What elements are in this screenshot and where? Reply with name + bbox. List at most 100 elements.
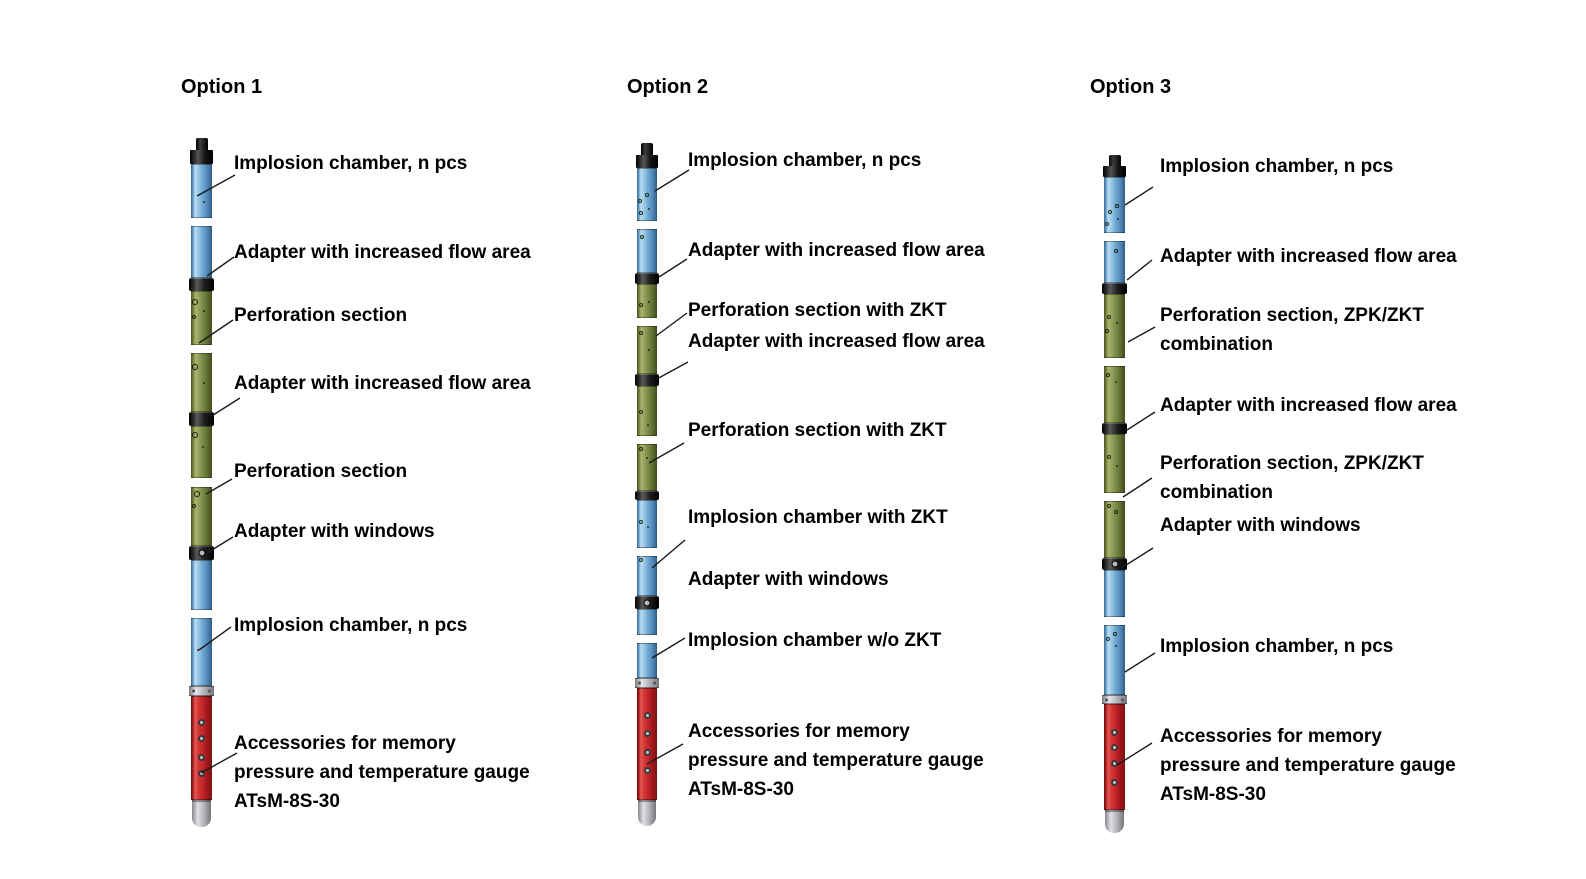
component-label: Adapter with increased flow area [1160,242,1457,271]
component-label-line: Adapter with increased flow area [688,240,985,261]
leader-line [1126,411,1156,431]
tube-break-mark [634,435,660,444]
tube-break-mark [634,317,660,326]
leader-line [1124,652,1156,673]
component-label: Implosion chamber with ZKT [688,503,948,532]
component-label-line: Implosion chamber w/o ZKT [688,630,942,651]
black-adapter [189,412,214,426]
component-label-line: ATsM-8S-30 [234,791,340,812]
component-label-line: Implosion chamber, n pcs [1160,156,1394,177]
gauge-port-hole [1111,778,1118,786]
gauge-port-hole [198,718,205,726]
component-label-line: combination [1160,482,1273,503]
top-connector-collar [190,150,213,164]
component-label-line: Adapter with windows [234,521,435,542]
component-label: Adapter with increased flow area [234,369,531,398]
green-tube-segment [1104,366,1125,423]
coupling-screw-dot [653,681,656,685]
blue-tube-segment [637,500,657,548]
window-adapter [1102,558,1127,570]
adapter-window-dot [643,599,651,606]
blue-tube-segment [637,168,657,221]
component-label: Adapter with windows [234,517,435,546]
top-thread-cap [641,143,653,155]
component-label-line: Accessories for memory [234,733,456,754]
chamber-port-mark [647,207,651,211]
component-label-line: Perforation section [234,305,408,326]
leader-line [655,312,688,337]
chamber-port-mark [202,200,206,204]
component-label: Perforation section [234,457,407,486]
component-label: Implosion chamber, n pcs [1160,152,1393,181]
perforation-hole-mark [648,349,650,351]
chamber-port-mark [645,193,649,197]
perforation-hole-mark [191,503,197,509]
blue-tube-segment [637,609,657,635]
tube-break-mark [188,478,215,487]
leader-line [1122,477,1153,498]
chamber-port-mark [638,557,644,563]
blue-tube-segment [191,560,212,610]
component-label: Perforation section [234,301,407,330]
component-label-line: Adapter with windows [1160,515,1361,536]
perforation-hole-mark [202,309,206,313]
leader-line [209,397,241,418]
component-label: Adapter with increased flow area [688,236,985,265]
green-tube-segment [191,426,212,478]
perforation-hole-mark [645,456,649,460]
bottom-nose-cap [1105,810,1124,833]
tube-break-mark [634,220,660,229]
component-label: Implosion chamber, n pcs [234,611,467,640]
chamber-port-mark [639,211,643,215]
gauge-port-hole [1111,743,1118,751]
gauge-port-hole [1111,728,1118,736]
component-label-line: Perforation section, ZPK/ZKT [1160,305,1424,326]
component-label-line: Adapter with increased flow area [688,331,985,352]
green-tube-segment [637,326,657,374]
green-tube-segment [637,284,657,318]
leader-line [1126,259,1153,281]
perforation-hole-mark [191,314,197,320]
blue-tube-segment [191,226,212,278]
component-label: Perforation section, ZPK/ZKT combination [1160,449,1424,507]
silver-coupling [1102,695,1127,704]
perforation-hole-mark [194,491,200,497]
perforation-hole-mark [1115,321,1119,325]
component-label: Perforation section, ZPK/ZKT combination [1160,301,1424,359]
component-label-line: Perforation section, ZPK/ZKT [1160,453,1424,474]
chamber-port-mark [1115,204,1119,208]
perforation-hole-mark [638,330,644,336]
coupling-screw-dot [208,689,211,693]
red-tube-segment [1104,704,1125,810]
component-label: Perforation section with ZKT [688,416,947,445]
perforation-hole-mark [1114,510,1118,514]
gauge-port-hole [198,753,205,761]
component-label-line: combination [1160,334,1273,355]
chamber-port-mark [646,525,650,529]
perforation-hole-mark [1106,314,1112,320]
blue-tube-segment [637,556,657,596]
chamber-port-mark [1114,644,1118,648]
tube-break-mark [188,217,215,226]
component-label-line: Adapter with increased flow area [1160,395,1457,416]
blue-tube-segment [191,618,212,686]
adapter-window-dot [1111,560,1118,568]
perforation-hole-mark [201,445,205,449]
black-adapter [635,374,659,386]
gauge-port-hole [1111,759,1118,767]
component-label-line: ATsM-8S-30 [688,779,794,800]
green-tube-segment [191,487,212,546]
blue-tube-segment [637,229,657,273]
tube-break-mark [1101,232,1128,241]
component-label: Implosion chamber, n pcs [1160,632,1393,661]
perforation-hole-mark [202,381,206,385]
tube-break-mark [634,547,660,556]
green-tube-segment [1104,501,1125,558]
component-label: Adapter with increased flow area [1160,391,1457,420]
component-label-line: Implosion chamber, n pcs [234,615,468,636]
tube-break-mark [634,634,660,643]
component-label: Implosion chamber, n pcs [688,146,921,175]
bottom-nose-cap [638,800,656,826]
silver-coupling [189,686,214,696]
